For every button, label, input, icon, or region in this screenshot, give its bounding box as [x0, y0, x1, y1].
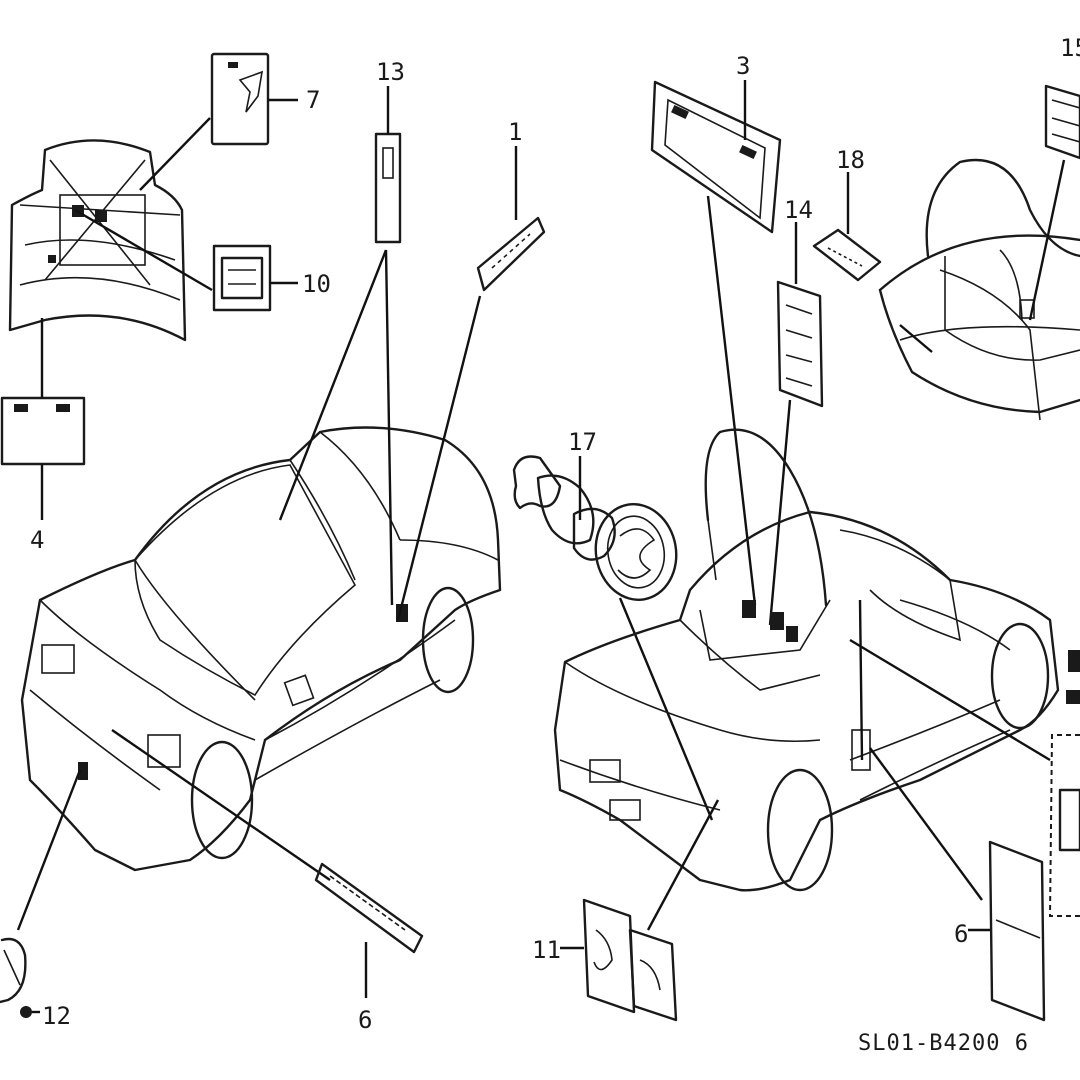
callout-7: 7	[306, 86, 320, 114]
callout-15: 15	[1060, 34, 1080, 62]
emblem-part-17	[512, 455, 714, 821]
label-part-7	[139, 52, 298, 191]
label-part-3	[650, 80, 782, 606]
label-part-13	[374, 86, 402, 244]
callout-11: 11	[532, 936, 561, 964]
car-front-view	[16, 249, 502, 931]
callout-13: 13	[376, 58, 405, 86]
label-part-6-right	[968, 840, 1046, 1022]
hood-detail	[8, 139, 187, 342]
inset-detail-right	[1048, 650, 1080, 917]
label-part-18	[812, 172, 882, 282]
callout-3: 3	[736, 52, 750, 80]
label-part-4	[0, 318, 86, 520]
callout-18: 18	[836, 146, 865, 174]
trunk-detail	[878, 84, 1080, 421]
callout-6-left: 6	[358, 1006, 372, 1034]
callout-17: 17	[568, 428, 597, 456]
callout-6-right: 6	[954, 920, 968, 948]
label-part-1	[476, 146, 546, 292]
diagram-code: SL01-B4200 6	[858, 1031, 1029, 1056]
label-part-10	[74, 208, 298, 312]
car-rear-view	[553, 428, 1060, 901]
callout-14: 14	[784, 196, 813, 224]
callout-12: 12	[42, 1002, 71, 1030]
emblem-part-12	[0, 937, 40, 1018]
callout-1: 1	[508, 118, 522, 146]
label-part-11	[560, 799, 720, 1022]
label-part-6-left	[314, 862, 424, 998]
label-part-14	[768, 222, 824, 626]
callout-4: 4	[30, 526, 44, 554]
callout-10: 10	[302, 270, 331, 298]
